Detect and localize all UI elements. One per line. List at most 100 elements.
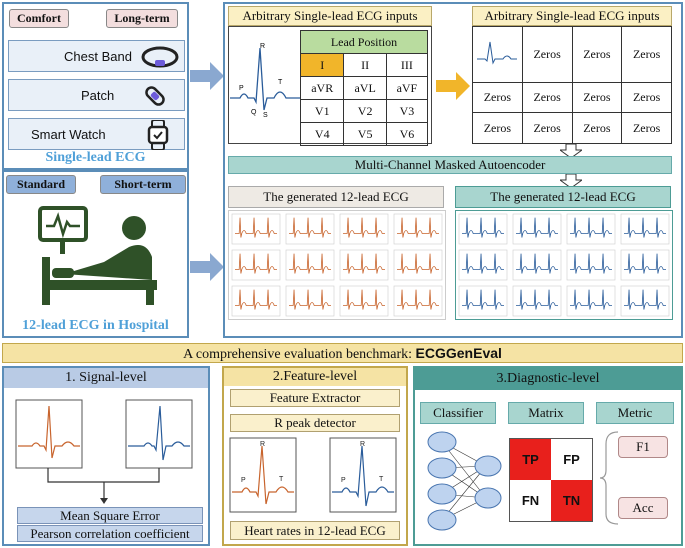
hospital-caption: 12-lead ECG in Hospital: [22, 318, 169, 333]
ecg-trace: [289, 289, 331, 310]
ecg-trace: [235, 289, 277, 310]
neural-net-icon: [427, 431, 502, 531]
zeros-cell: Zeros: [472, 112, 523, 144]
ecg-trace: [516, 253, 558, 274]
zeros-cell: Zeros: [521, 112, 573, 144]
blue-r-label: R: [360, 441, 365, 448]
input-title-left: Arbitrary Single-lead ECG inputs: [228, 6, 432, 26]
ecg-trace: [343, 253, 385, 274]
arrow-to-zeros: [436, 72, 470, 100]
patch-item: Patch: [8, 79, 185, 111]
generated-ecg-orange: [228, 210, 446, 320]
smart-watch-icon: [147, 120, 169, 150]
comfort-tag: Comfort: [9, 9, 69, 28]
ecg-trace: [570, 217, 612, 238]
lead-cell: V5: [343, 122, 387, 146]
ecg-waveform: P R Q S T: [230, 43, 300, 119]
zeros-grid: Zeros Zeros Zeros Zeros Zeros Zeros Zero…: [472, 26, 672, 144]
ecg-trace: [516, 289, 558, 310]
ecg-r-label: R: [260, 43, 265, 50]
lead-cell: aVL: [343, 76, 387, 100]
zeros-cell: Zeros: [621, 112, 672, 144]
lead-cell: III: [385, 53, 429, 77]
arrow-down-1: [560, 144, 582, 158]
arrow-down-2: [560, 174, 582, 188]
lead-cell: aVR: [299, 76, 345, 100]
zeros-cell: Zeros: [571, 26, 623, 83]
ecg-trace: [397, 289, 439, 310]
ecg-trace: [235, 253, 277, 274]
ecg-trace: [462, 253, 504, 274]
lead-cell: V6: [385, 122, 429, 146]
standard-tag: Standard: [6, 175, 76, 194]
generated-title-right: The generated 12-lead ECG: [455, 186, 671, 208]
blue-t-label: T: [379, 476, 384, 483]
lead-cell: I: [299, 53, 345, 77]
ecg-trace: [397, 253, 439, 274]
feature-level-title: 2.Feature-level: [224, 368, 406, 386]
mse-box: Mean Square Error: [17, 507, 203, 524]
hospital-panel: [2, 170, 189, 338]
confusion-matrix: TP FP FN TN: [509, 438, 593, 522]
tn-cell: TN: [551, 480, 592, 521]
ecg-trace: [343, 289, 385, 310]
zeros-cell: Zeros: [621, 81, 672, 114]
lead-cell: V1: [299, 99, 345, 123]
smart-watch-label: Smart Watch: [31, 126, 106, 142]
hospital-bed-icon: [38, 206, 157, 305]
ecg-trace: [289, 253, 331, 274]
patch-icon: [145, 86, 165, 106]
zeros-cell: Zeros: [521, 81, 573, 114]
zeros-cell: Zeros: [521, 26, 573, 83]
ecg-trace: [343, 217, 385, 238]
ecg-t-label: T: [278, 79, 283, 86]
single-lead-caption: Single-lead ECG: [45, 150, 146, 165]
diagnostic-level-title: 3.Diagnostic-level: [415, 368, 681, 390]
metric-bracket: [600, 431, 619, 525]
chest-band-icon: [141, 46, 179, 68]
orange-p-label: P: [241, 477, 246, 484]
ecg-trace: [462, 289, 504, 310]
signal-level-panel: [2, 366, 210, 546]
chest-band-item: Chest Band: [8, 40, 185, 72]
wearable-panel: [2, 2, 189, 170]
r-peak-detector-box: R peak detector: [230, 414, 400, 432]
classifier-box: Classifier: [420, 402, 496, 424]
ecg-trace: [516, 217, 558, 238]
ecg-grid-blue: [458, 213, 670, 317]
lead-cell: aVF: [385, 76, 429, 100]
fn-cell: FN: [510, 480, 551, 521]
matrix-box: Matrix: [508, 402, 584, 424]
ecg-grid-orange: [231, 213, 443, 317]
feature-extractor-box: Feature Extractor: [230, 389, 400, 407]
ecg-trace: [462, 217, 504, 238]
acc-box: Acc: [618, 497, 668, 519]
metric-box: Metric: [596, 402, 674, 424]
orange-r-label: R: [260, 441, 265, 448]
zeros-cell: Zeros: [571, 112, 623, 144]
blue-p-label: P: [341, 477, 346, 484]
ecg-thumbnail: [566, 213, 616, 245]
input-title-right: Arbitrary Single-lead ECG inputs: [472, 6, 672, 26]
ecg-q-label: Q: [251, 109, 257, 116]
arrow-hospital: [190, 253, 224, 281]
lead-cell: V4: [299, 122, 345, 146]
ecg-trace: [289, 217, 331, 238]
ecg-trace: [624, 217, 666, 238]
benchmark-banner: A comprehensive evaluation benchmark: EC…: [2, 343, 683, 363]
smart-watch-item: Smart Watch: [8, 118, 185, 150]
r-peak-ecgs: R P T R P T: [229, 437, 397, 513]
lead-position-header: Lead Position: [300, 30, 428, 54]
fp-cell: FP: [551, 439, 592, 480]
benchmark-name: ECGGenEval: [415, 345, 502, 361]
f1-box: F1: [618, 436, 668, 458]
benchmark-prefix: A comprehensive evaluation benchmark:: [183, 347, 416, 362]
pearson-box: Pearson correlation coefficient: [17, 525, 203, 542]
lead-cell: V2: [343, 99, 387, 123]
zeros-cell: Zeros: [621, 26, 672, 83]
signal-level-title: 1. Signal-level: [4, 368, 208, 388]
diagnostic-level-panel: [413, 366, 683, 546]
generated-title-left: The generated 12-lead ECG: [228, 186, 444, 208]
patch-label: Patch: [81, 87, 115, 103]
ecg-trace: [624, 253, 666, 274]
